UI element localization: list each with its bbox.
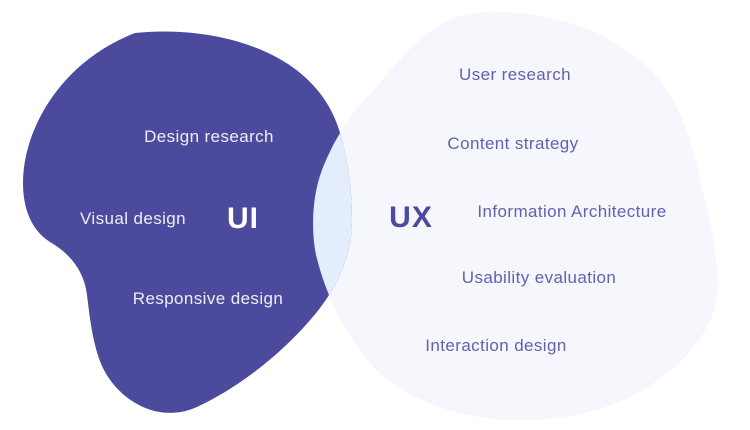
ui-item-visual-design: Visual design: [79, 209, 187, 228]
ux-item-user-research: User research: [459, 65, 571, 84]
ux-blob: [313, 12, 719, 421]
ux-item-information-architecture: Information Architecture: [477, 202, 667, 221]
ui-set-title: UI: [227, 202, 259, 235]
ux-set-title: UX: [389, 201, 433, 234]
ux-item-interaction-design: Interaction design: [425, 336, 567, 355]
ui-item-responsive-design: Responsive design: [132, 289, 284, 308]
ux-item-content-strategy: Content strategy: [447, 134, 579, 153]
ui-item-design-research: Design research: [144, 127, 274, 146]
ui-blob: [23, 31, 352, 413]
ux-item-usability-evaluation: Usability evaluation: [461, 268, 617, 287]
